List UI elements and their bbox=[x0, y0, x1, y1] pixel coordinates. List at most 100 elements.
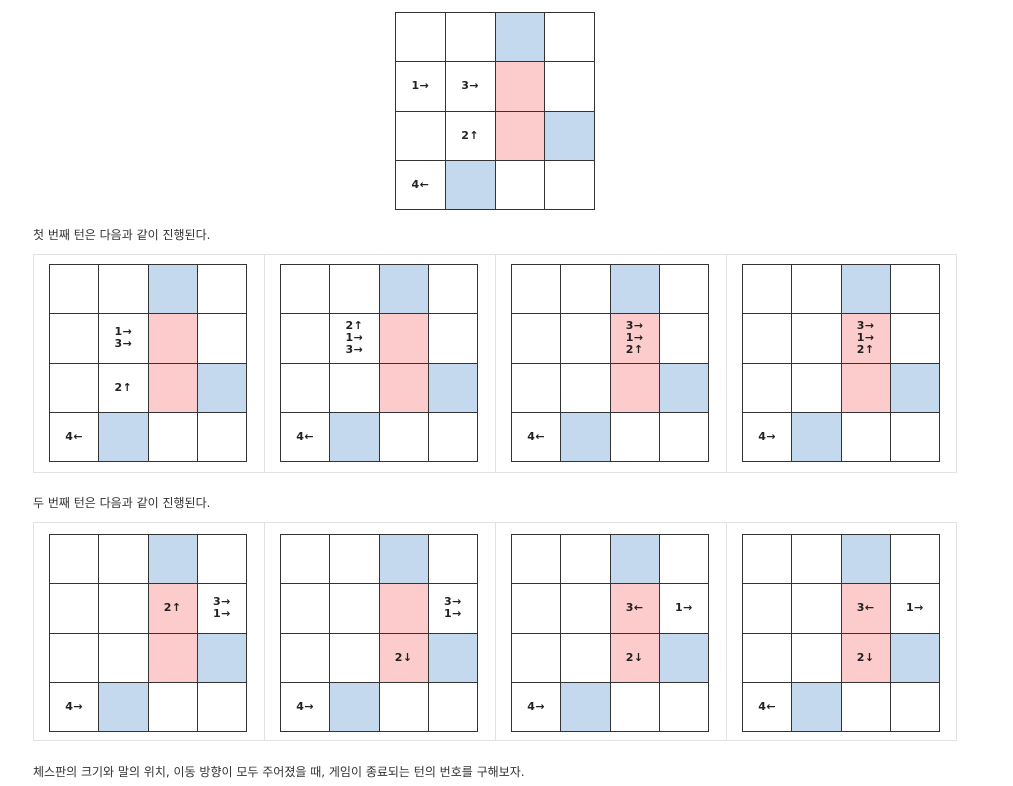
board-cell-red bbox=[495, 111, 546, 161]
board-cell-white bbox=[659, 682, 709, 732]
board-cell-blue bbox=[197, 633, 247, 683]
board-cell-white: 2↑ 1→ 3→ bbox=[330, 314, 380, 364]
board-cell-blue bbox=[545, 111, 595, 161]
board-cell-white: 1→ 3→ bbox=[99, 314, 149, 364]
board-cell-white: 3→ 1→ bbox=[197, 584, 247, 634]
board-cell-blue bbox=[330, 682, 380, 732]
board-cell-red bbox=[148, 314, 198, 364]
conclusion-text: 체스판의 크기와 말의 위치, 이동 방향이 모두 주어졌을 때, 게임이 종료… bbox=[33, 765, 525, 779]
board-cell-white bbox=[330, 584, 380, 634]
board-cell-white: 4← bbox=[743, 682, 793, 732]
board-cell-white bbox=[659, 535, 709, 585]
turn1-board-1: 1→ 3→2↑4← bbox=[49, 264, 247, 462]
board-cell-white bbox=[512, 584, 562, 634]
board-cell-blue bbox=[379, 535, 429, 585]
board-cell-blue bbox=[610, 535, 660, 585]
board-cell-blue bbox=[330, 412, 380, 462]
board-cell-white bbox=[792, 363, 842, 413]
board-cell-white bbox=[379, 682, 429, 732]
board-cell-white bbox=[281, 535, 331, 585]
board-cell-white bbox=[890, 682, 940, 732]
board-cell-white bbox=[197, 535, 247, 585]
board-cell-white bbox=[148, 682, 198, 732]
board-cell-white bbox=[281, 265, 331, 315]
board-cell-white bbox=[890, 314, 940, 364]
board-cell-white bbox=[545, 62, 595, 112]
board-cell-blue bbox=[610, 265, 660, 315]
board-cell-red bbox=[148, 363, 198, 413]
board-cell-red bbox=[841, 363, 891, 413]
board-cell-blue bbox=[659, 363, 709, 413]
turn2-board-3: 3←1→2↓4→ bbox=[511, 534, 709, 732]
board-cell-blue bbox=[379, 265, 429, 315]
board-cell-white: 4→ bbox=[512, 682, 562, 732]
turn1-panel-row bbox=[33, 254, 957, 473]
board-cell-white bbox=[561, 535, 611, 585]
board-cell-white bbox=[545, 13, 595, 63]
board-cell-blue bbox=[561, 412, 611, 462]
board-cell-white: 4← bbox=[512, 412, 562, 462]
board-cell-white bbox=[841, 412, 891, 462]
board-cell-white bbox=[197, 412, 247, 462]
board-cell-blue bbox=[197, 363, 247, 413]
board-cell-red: 3→ 1→ 2↑ bbox=[841, 314, 891, 364]
board-cell-white bbox=[743, 314, 793, 364]
board-cell-white bbox=[428, 535, 478, 585]
board-cell-white bbox=[792, 633, 842, 683]
board-cell-white bbox=[50, 363, 100, 413]
board-cell-white bbox=[561, 314, 611, 364]
board-cell-white bbox=[659, 412, 709, 462]
board-cell-white bbox=[281, 584, 331, 634]
board-cell-white: 4→ bbox=[50, 682, 100, 732]
board-cell-white bbox=[428, 682, 478, 732]
board-cell-red bbox=[610, 363, 660, 413]
board-cell-white bbox=[197, 314, 247, 364]
board-cell-white bbox=[512, 363, 562, 413]
board-cell-white: 2↑ bbox=[445, 111, 496, 161]
board-cell-blue bbox=[659, 633, 709, 683]
board-cell-blue bbox=[495, 13, 546, 63]
board-cell-red: 3← bbox=[610, 584, 660, 634]
board-cell-red bbox=[379, 314, 429, 364]
board-cell-white bbox=[512, 265, 562, 315]
board-cell-white: 2↑ bbox=[99, 363, 149, 413]
board-cell-white bbox=[743, 265, 793, 315]
board-cell-red: 3→ 1→ 2↑ bbox=[610, 314, 660, 364]
board-cell-white bbox=[512, 633, 562, 683]
second-turn-text: 두 번째 턴은 다음과 같이 진행된다. bbox=[33, 496, 211, 510]
board-cell-white bbox=[197, 682, 247, 732]
board-cell-white bbox=[792, 265, 842, 315]
board-cell-blue bbox=[841, 535, 891, 585]
turn2-board-2: 3→ 1→2↓4→ bbox=[280, 534, 478, 732]
board-cell-blue bbox=[148, 265, 198, 315]
board-cell-red bbox=[495, 62, 546, 112]
board-cell-blue bbox=[561, 682, 611, 732]
first-turn-text: 첫 번째 턴은 다음과 같이 진행된다. bbox=[33, 228, 211, 242]
board-cell-white: 4→ bbox=[281, 682, 331, 732]
board-cell-white bbox=[792, 535, 842, 585]
initial-board: 1→3→2↑4← bbox=[395, 12, 595, 210]
board-cell-white: 4→ bbox=[743, 412, 793, 462]
board-cell-white bbox=[743, 584, 793, 634]
board-cell-white bbox=[792, 314, 842, 364]
board-cell-white bbox=[99, 265, 149, 315]
board-cell-white bbox=[428, 314, 478, 364]
board-cell-white bbox=[512, 314, 562, 364]
board-cell-blue bbox=[890, 633, 940, 683]
board-cell-blue bbox=[890, 363, 940, 413]
board-cell-white bbox=[792, 584, 842, 634]
board-cell-white bbox=[281, 363, 331, 413]
turn1-board-2: 2↑ 1→ 3→ 4← bbox=[280, 264, 478, 462]
board-cell-white bbox=[743, 535, 793, 585]
turn2-panel-row bbox=[33, 522, 957, 741]
board-cell-red bbox=[379, 363, 429, 413]
board-cell-white bbox=[659, 314, 709, 364]
board-cell-white: 1→ bbox=[890, 584, 940, 634]
board-cell-white bbox=[99, 633, 149, 683]
board-cell-white: 1→ bbox=[396, 62, 446, 112]
board-cell-white bbox=[330, 633, 380, 683]
board-cell-white: 4← bbox=[281, 412, 331, 462]
board-cell-white bbox=[281, 314, 331, 364]
board-cell-white bbox=[659, 265, 709, 315]
board-cell-white bbox=[50, 633, 100, 683]
